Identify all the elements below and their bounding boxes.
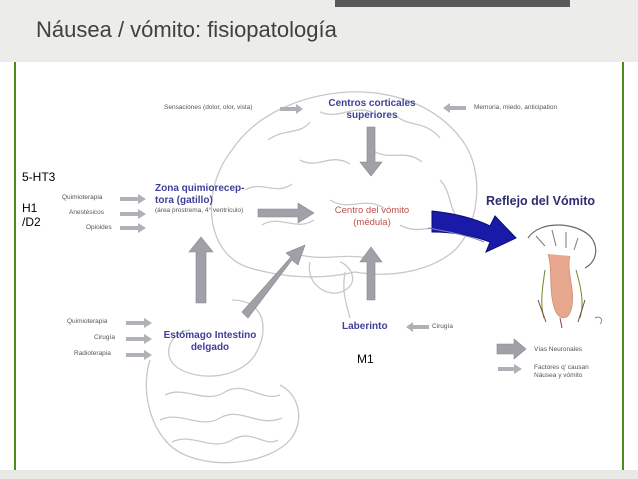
title-bar [0, 0, 638, 62]
factor-arrow-labyrinth [406, 322, 429, 332]
factor-arrow-gut-3 [126, 350, 152, 360]
reflex-arrow-outline [427, 227, 485, 243]
factor-arrow-ctz-1 [120, 194, 146, 204]
node-cortical-centers: Centros corticales superiores [328, 98, 416, 121]
node-chemoreceptor-zone: Zona quimiorecep-tora (gatillo) [155, 183, 245, 206]
top-accent-bar [335, 0, 570, 7]
node-chemoreceptor-zone-detail: (área prostrema, 4° ventrículo) [155, 207, 244, 214]
arrow-ctz-to-center [257, 202, 315, 224]
receptor-label-m1: M1 [357, 352, 374, 366]
factor-label-sensations: Sensaciones (dolor, olor, vista) [164, 104, 253, 111]
node-vomit-reflex: Reflejo del Vómito [486, 194, 596, 208]
receptor-label-h1-d2: H1 /D2 [22, 201, 41, 229]
legend-label-pathways: Vías Neuronales [534, 346, 583, 353]
factor-label-radiotherapy: Radioterapia [74, 350, 111, 357]
frame-bottom-border [0, 470, 638, 479]
node-labyrinth: Laberinto [342, 321, 388, 332]
factor-label-gut-chemotherapy: Quimioterapia [67, 318, 108, 325]
arrow-cortical-to-center [359, 126, 383, 177]
arrow-labyrinth-to-center [359, 246, 383, 301]
factor-label-ctz-chemotherapy: Quimioterapia [62, 194, 103, 201]
vomiting-figure-illustration [527, 224, 603, 329]
factor-arrows [120, 103, 522, 374]
factor-arrow-memory [443, 103, 466, 113]
frame-right-border [622, 62, 624, 472]
legend-pathway-arrow [496, 338, 527, 360]
arrow-gut-to-center [241, 244, 306, 319]
factor-arrow-gut-2 [126, 334, 152, 344]
frame-left-border [14, 62, 16, 472]
legend-factor-arrow [498, 364, 522, 374]
factor-label-opioids: Opioides [86, 224, 112, 231]
slide-title: Náusea / vómito: fisiopatología [36, 17, 337, 42]
arrow-gut-to-ctz [188, 236, 214, 304]
factor-label-memory: Memoria, miedo, anticipation [474, 104, 558, 111]
reflex-big-arrow [431, 210, 517, 253]
node-vomiting-center: Centro del vómito (médula) [334, 205, 410, 228]
legend-label-factors: Factores q' causan Náusea y vómito [534, 364, 589, 379]
factor-arrow-ctz-2 [120, 209, 146, 219]
node-stomach-intestine: Estómago Intestino delgado [163, 330, 257, 353]
factor-arrow-sensations [280, 104, 303, 114]
digestive-tract-illustration [145, 299, 300, 464]
receptor-label-5ht3: 5-HT3 [22, 170, 56, 184]
factor-arrow-gut-1 [126, 318, 152, 328]
factor-label-anesthetics: Anestésicos [69, 209, 105, 216]
factor-label-gut-surgery: Cirugía [94, 334, 115, 341]
pathway-arrows [188, 126, 527, 360]
factor-arrow-ctz-3 [120, 223, 146, 233]
factor-label-labyrinth-surgery: Cirugía [432, 323, 453, 330]
